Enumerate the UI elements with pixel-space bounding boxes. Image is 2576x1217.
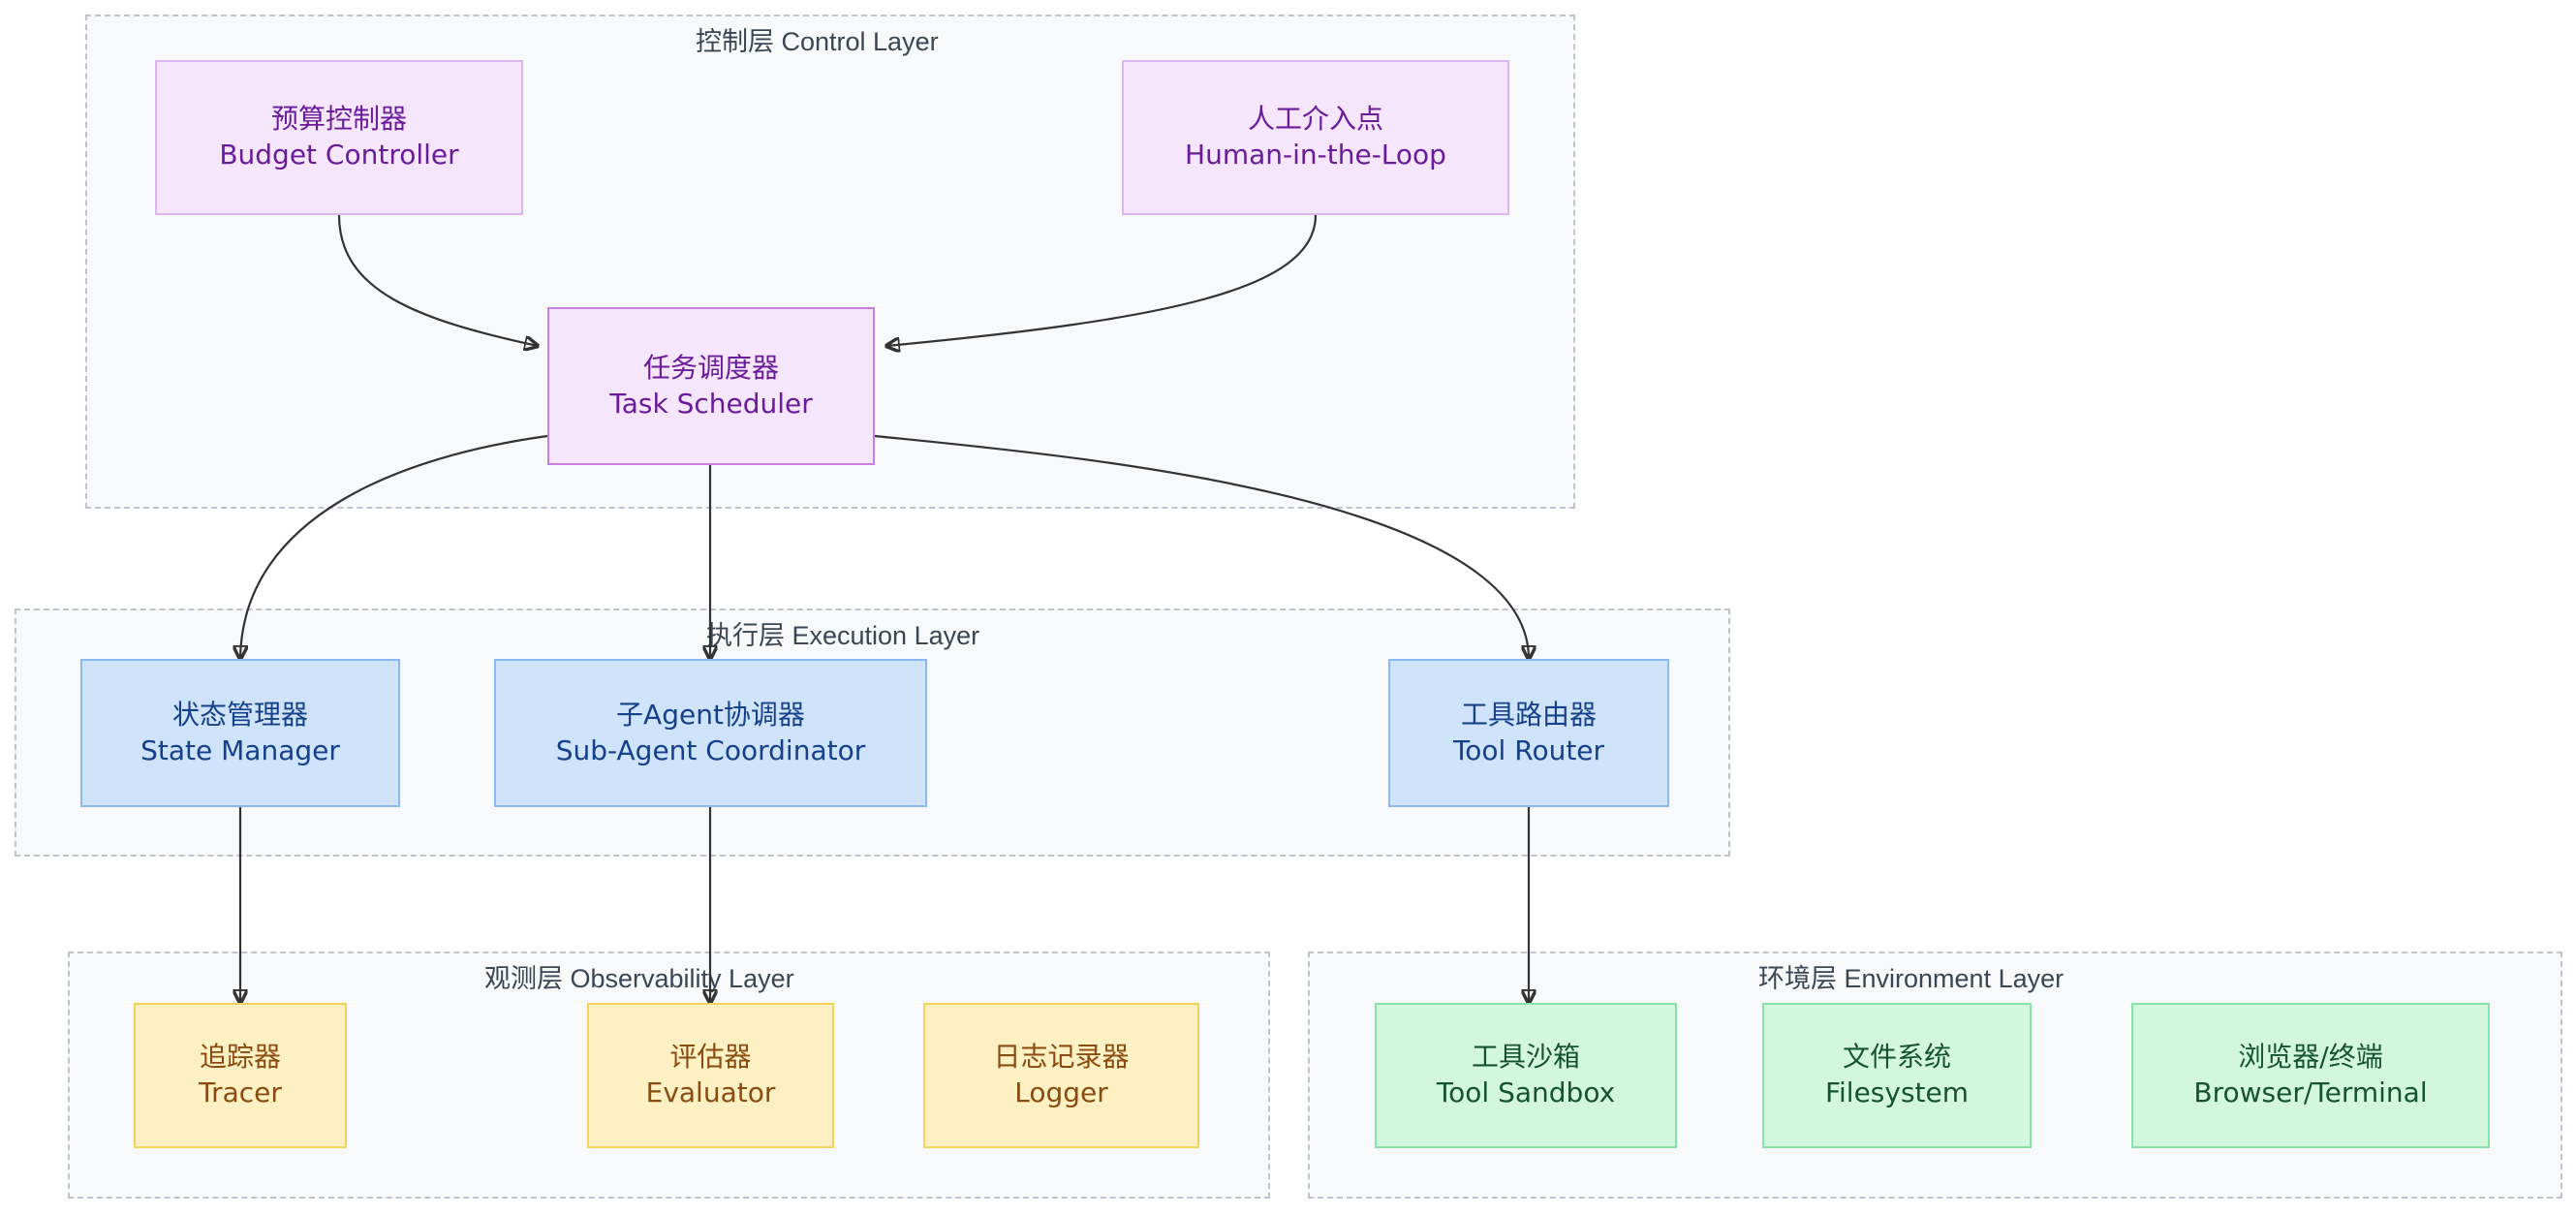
node-browser-terminal-en: Browser/Terminal [2193,1077,2428,1108]
layer-control-title: 控制层 Control Layer [696,27,939,56]
node-filesystem-en: Filesystem [1824,1077,1970,1108]
node-sub-agent-coordinator-cn: 子Agent协调器 [616,698,805,731]
node-logger[interactable]: 日志记录器 Logger [923,1003,1199,1148]
node-filesystem-cn: 文件系统 [1842,1041,1951,1074]
node-human-in-the-loop[interactable]: 人工介入点 Human-in-the-Loop [1122,60,1509,215]
node-tool-sandbox[interactable]: 工具沙箱 Tool Sandbox [1375,1003,1677,1148]
node-task-scheduler-en: Task Scheduler [609,387,813,420]
node-evaluator-en: Evaluator [645,1077,776,1108]
node-budget-controller-cn: 预算控制器 [270,103,407,136]
node-state-manager-en: State Manager [140,733,340,766]
node-tool-sandbox-en: Tool Sandbox [1436,1077,1616,1108]
node-task-scheduler[interactable]: 任务调度器 Task Scheduler [547,307,875,465]
node-tracer-cn: 追踪器 [199,1041,281,1074]
node-state-manager-cn: 状态管理器 [171,698,308,731]
node-browser-terminal[interactable]: 浏览器/终端 Browser/Terminal [2131,1003,2490,1148]
node-tool-router[interactable]: 工具路由器 Tool Router [1388,659,1669,807]
node-budget-controller-en: Budget Controller [219,139,459,171]
node-state-manager[interactable]: 状态管理器 State Manager [80,659,400,807]
node-evaluator[interactable]: 评估器 Evaluator [587,1003,834,1148]
node-tool-router-cn: 工具路由器 [1460,698,1597,731]
node-sub-agent-coordinator[interactable]: 子Agent协调器 Sub-Agent Coordinator [494,659,927,807]
node-browser-terminal-cn: 浏览器/终端 [2238,1041,2383,1074]
node-tool-router-en: Tool Router [1452,733,1605,766]
node-human-in-the-loop-en: Human-in-the-Loop [1185,139,1446,171]
layer-environment-title: 环境层 Environment Layer [1758,964,2064,993]
node-task-scheduler-cn: 任务调度器 [642,351,779,384]
node-logger-cn: 日志记录器 [993,1041,1130,1074]
layer-execution-title: 执行层 Execution Layer [706,621,980,650]
layer-observability-title: 观测层 Observability Layer [484,964,794,993]
node-tracer[interactable]: 追踪器 Tracer [134,1003,347,1148]
node-budget-controller[interactable]: 预算控制器 Budget Controller [155,60,523,215]
node-human-in-the-loop-cn: 人工介入点 [1247,103,1383,136]
node-tool-sandbox-cn: 工具沙箱 [1471,1041,1580,1074]
node-tracer-en: Tracer [199,1077,282,1108]
node-logger-en: Logger [1014,1077,1108,1108]
node-sub-agent-coordinator-en: Sub-Agent Coordinator [555,733,866,766]
node-evaluator-cn: 评估器 [669,1041,752,1074]
node-filesystem[interactable]: 文件系统 Filesystem [1762,1003,2032,1148]
